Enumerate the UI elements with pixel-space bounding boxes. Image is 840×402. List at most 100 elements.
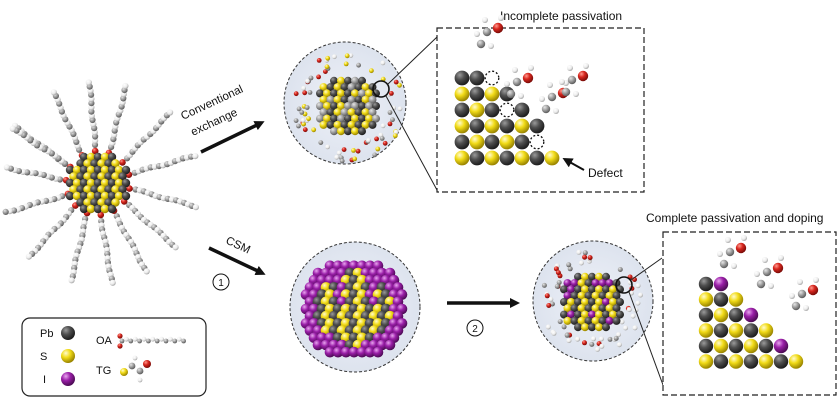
- legend-item-oa: OA: [96, 333, 187, 349]
- core-atom: [347, 95, 356, 104]
- lattice-atom: [713, 354, 729, 369]
- tg-icon-sulfur: [120, 368, 128, 376]
- zoom-circle-bottom: [615, 276, 633, 294]
- ligand-atom: [302, 90, 308, 96]
- core-atom: [76, 198, 85, 207]
- core-atom: [90, 185, 99, 194]
- legend-item-i: I: [43, 372, 75, 386]
- lattice-atom: [728, 307, 744, 323]
- tg-carbon: [791, 301, 801, 311]
- ligand-atom: [541, 282, 547, 288]
- tg-carbon: [756, 279, 766, 289]
- tg-hydrogen: [717, 251, 723, 257]
- lattice-atom: [484, 134, 500, 150]
- ligand-atom: [557, 319, 563, 325]
- ligand-atom: [578, 260, 584, 266]
- lattice-atom: [698, 323, 714, 338]
- core-atom: [104, 172, 113, 181]
- ligand-atom: [548, 296, 554, 302]
- lattice-atom: [454, 150, 470, 166]
- oa-tail-atom: [85, 79, 92, 86]
- legend-item-pb: Pb: [40, 326, 75, 340]
- core-atom: [598, 316, 607, 325]
- core-atom: [598, 291, 607, 300]
- defect-label: Defect: [588, 166, 623, 180]
- core-atom: [114, 191, 124, 201]
- core-atom: [100, 165, 110, 175]
- core-atom: [326, 120, 335, 129]
- core-atom: [602, 310, 610, 319]
- core-atom: [598, 304, 607, 313]
- tg-hydrogen: [778, 255, 784, 261]
- legend-i-swatch: [61, 372, 75, 386]
- ligand-atom: [307, 90, 313, 95]
- oa-capped-nanocrystal: [65, 152, 131, 214]
- core-atom: [612, 304, 621, 313]
- core-atom: [319, 120, 328, 129]
- core-atom: [76, 185, 85, 194]
- core-atom: [118, 172, 127, 181]
- ligand-atom: [356, 62, 361, 68]
- tg-oxygen: [807, 284, 819, 296]
- ligand-atom: [545, 324, 551, 330]
- core-atom: [72, 178, 82, 188]
- core-atom: [356, 346, 368, 358]
- core-atom: [588, 298, 596, 306]
- tg-oxygen: [492, 22, 504, 34]
- core-atom: [69, 185, 78, 194]
- core-atom: [351, 114, 359, 123]
- core-atom: [111, 159, 120, 168]
- zoom-circle-top: [372, 80, 390, 98]
- lattice-atom: [514, 150, 530, 166]
- core-atom: [365, 114, 373, 123]
- core-atom: [602, 272, 610, 281]
- tg-hydrogen: [512, 67, 518, 73]
- lattice-atom: [469, 102, 485, 118]
- core-atom: [76, 172, 85, 181]
- core-atom: [581, 272, 589, 281]
- core-atom: [567, 310, 575, 319]
- lattice-atom: [454, 134, 470, 150]
- core-atom: [121, 191, 131, 201]
- ligand-atom: [334, 154, 340, 160]
- core-atom: [574, 323, 582, 332]
- core-atom: [351, 127, 359, 136]
- tg-carbon: [482, 27, 492, 37]
- core-atom: [581, 310, 589, 319]
- oa-icon-atom: [141, 336, 147, 342]
- tg-hydrogen: [559, 79, 565, 85]
- core-atom: [368, 108, 377, 117]
- ligand-atom: [325, 55, 331, 61]
- tg-hydrogen: [553, 108, 559, 114]
- core-atom: [348, 346, 360, 358]
- tg-hydrogen: [731, 263, 737, 269]
- core-atom: [609, 298, 617, 306]
- lattice-atom: [469, 118, 485, 134]
- lattice-atom: [698, 338, 714, 354]
- core-atom: [351, 89, 359, 98]
- oa-icon-atom: [168, 336, 173, 342]
- core-atom: [354, 95, 363, 104]
- tg-carbon: [506, 89, 516, 99]
- vacancy-defect: [484, 70, 500, 86]
- lattice-atom: [728, 354, 744, 369]
- ligand-atom: [576, 249, 582, 255]
- tg-hydrogen: [762, 257, 768, 263]
- tg-carbon: [725, 247, 735, 257]
- zoom-line-top-2: [385, 95, 438, 191]
- core-atom: [86, 178, 96, 188]
- tg-carbon: [561, 87, 571, 97]
- tg-icon-carbon: [136, 367, 144, 375]
- core-atom: [591, 279, 600, 288]
- lattice-atom: [728, 323, 744, 338]
- ligand-atom: [599, 343, 605, 349]
- step-1-circle: [212, 273, 230, 291]
- oa-tail-atom: [172, 244, 179, 251]
- core-atom: [323, 89, 331, 98]
- core-atom: [347, 83, 356, 92]
- tg-molecule-icon: [120, 355, 151, 383]
- core-atom: [591, 304, 600, 313]
- step-2-circle: [466, 319, 484, 337]
- core-atom: [316, 89, 324, 98]
- step-1-label: 1: [218, 278, 224, 289]
